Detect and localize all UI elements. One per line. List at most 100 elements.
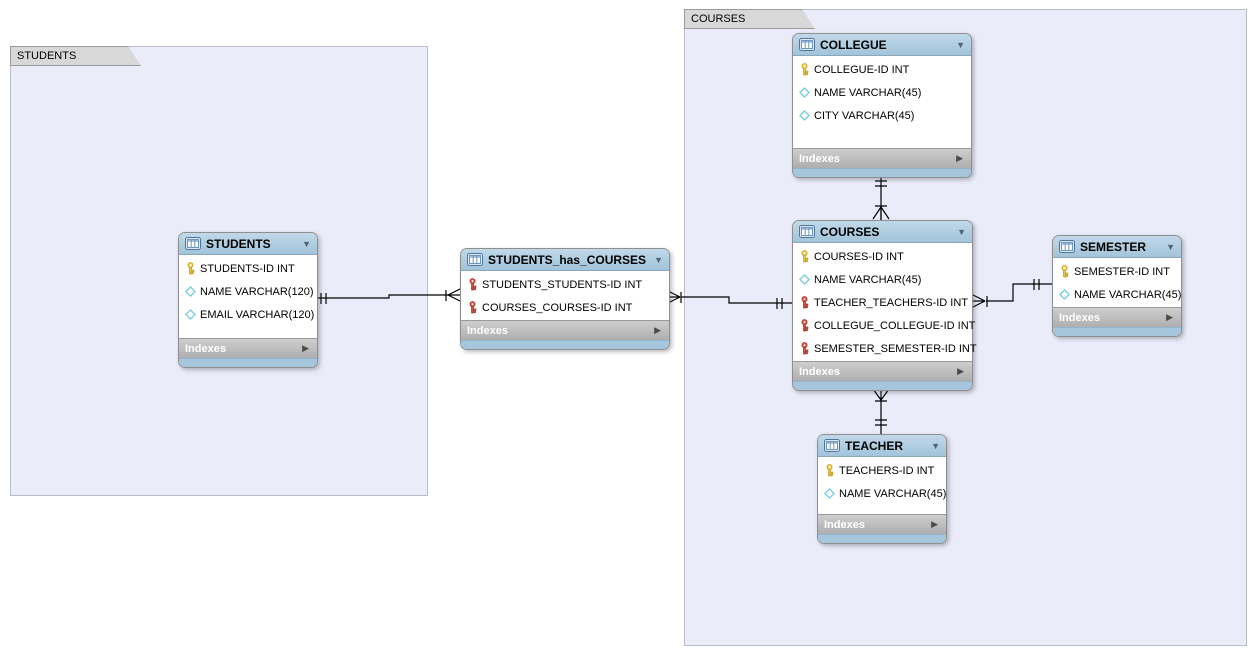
table-name: COLLEGUE bbox=[820, 37, 887, 52]
column-diamond-icon bbox=[798, 110, 810, 121]
column-row[interactable]: COURSES-ID INT bbox=[793, 245, 972, 268]
indexes-bar[interactable]: Indexes ▶ bbox=[793, 148, 971, 168]
primary-key-icon bbox=[1058, 265, 1070, 278]
expand-arrow-icon[interactable]: ▶ bbox=[956, 153, 963, 163]
foreign-key-icon bbox=[466, 278, 478, 291]
table-name: TEACHER bbox=[845, 438, 904, 453]
table-header[interactable]: SEMESTER ▼ bbox=[1053, 236, 1181, 258]
table-courses[interactable]: COURSES ▼ COURSES-ID INT NAME VARCHAR(45)… bbox=[792, 220, 977, 391]
column-row[interactable]: NAME VARCHAR(45) bbox=[1053, 283, 1181, 306]
indexes-bar[interactable]: Indexes ▶ bbox=[179, 338, 317, 358]
table-header[interactable]: TEACHER ▼ bbox=[818, 435, 946, 457]
expand-arrow-icon[interactable]: ▶ bbox=[957, 366, 964, 376]
primary-key-icon bbox=[798, 250, 810, 263]
collapse-arrow-icon[interactable]: ▼ bbox=[1166, 241, 1175, 252]
column-row[interactable]: STUDENTS_STUDENTS-ID INT bbox=[461, 273, 669, 296]
layer-tab-students[interactable]: STUDENTS bbox=[10, 46, 141, 66]
table-bottom-band bbox=[179, 358, 317, 367]
table-icon bbox=[799, 38, 815, 51]
column-row[interactable]: NAME VARCHAR(45) bbox=[818, 482, 946, 505]
primary-key-icon bbox=[823, 464, 835, 477]
table-header[interactable]: STUDENTS_has_COURSES ▼ bbox=[461, 249, 669, 271]
column-definition: SEMESTER_SEMESTER-ID INT bbox=[814, 342, 977, 355]
expand-arrow-icon[interactable]: ▶ bbox=[302, 343, 309, 353]
column-diamond-icon bbox=[798, 87, 810, 98]
column-row[interactable]: TEACHER_TEACHERS-ID INT bbox=[793, 291, 972, 314]
table-name: SEMESTER bbox=[1080, 239, 1147, 254]
indexes-label: Indexes bbox=[824, 518, 865, 531]
column-definition: COURSES-ID INT bbox=[814, 250, 904, 263]
column-diamond-icon bbox=[184, 286, 196, 297]
column-row[interactable]: NAME VARCHAR(45) bbox=[793, 268, 972, 291]
column-row[interactable]: NAME VARCHAR(120) bbox=[179, 280, 317, 303]
table-header[interactable]: STUDENTS ▼ bbox=[179, 233, 317, 255]
column-list: COLLEGUE-ID INT NAME VARCHAR(45) CITY VARC… bbox=[793, 56, 971, 148]
column-row[interactable]: COURSES_COURSES-ID INT bbox=[461, 296, 669, 319]
table-icon bbox=[1059, 240, 1075, 253]
table-icon bbox=[799, 225, 815, 238]
column-row[interactable]: COLLEGUE_COLLEGUE-ID INT bbox=[793, 314, 975, 337]
column-list: TEACHERS-ID INT NAME VARCHAR(45) bbox=[818, 457, 946, 514]
column-row[interactable]: TEACHERS-ID INT bbox=[818, 459, 946, 482]
foreign-key-icon bbox=[798, 342, 810, 355]
table-students-has-courses[interactable]: STUDENTS_has_COURSES ▼ STUDENTS_STUDENTS… bbox=[460, 248, 670, 350]
table-bottom-band bbox=[793, 381, 972, 390]
table-teacher[interactable]: TEACHER ▼ TEACHERS-ID INT NAME VARCHAR(45… bbox=[817, 434, 947, 544]
table-bottom-band bbox=[793, 168, 971, 177]
column-row[interactable]: CITY VARCHAR(45) bbox=[793, 104, 971, 127]
column-definition: EMAIL VARCHAR(120) bbox=[200, 308, 315, 321]
column-definition: NAME VARCHAR(45) bbox=[814, 86, 922, 99]
table-header[interactable]: COLLEGUE ▼ bbox=[793, 34, 971, 56]
column-definition: STUDENTS_STUDENTS-ID INT bbox=[482, 278, 643, 291]
column-list: COURSES-ID INT NAME VARCHAR(45) TEACHER_TE… bbox=[793, 243, 977, 361]
table-bottom-band bbox=[461, 340, 669, 349]
column-row[interactable]: NAME VARCHAR(45) bbox=[793, 81, 971, 104]
indexes-bar[interactable]: Indexes ▶ bbox=[818, 514, 946, 534]
column-row[interactable]: STUDENTS-ID INT bbox=[179, 257, 317, 280]
table-icon bbox=[467, 253, 483, 266]
column-definition: TEACHERS-ID INT bbox=[839, 464, 935, 477]
table-icon bbox=[824, 439, 840, 452]
column-list: SEMESTER-ID INT NAME VARCHAR(45) bbox=[1053, 258, 1181, 307]
indexes-label: Indexes bbox=[185, 342, 226, 355]
expand-arrow-icon[interactable]: ▶ bbox=[931, 519, 938, 529]
collapse-arrow-icon[interactable]: ▼ bbox=[956, 39, 965, 50]
collapse-arrow-icon[interactable]: ▼ bbox=[931, 440, 940, 451]
table-name: STUDENTS_has_COURSES bbox=[488, 252, 647, 267]
column-definition: NAME VARCHAR(45) bbox=[814, 273, 922, 286]
column-list: STUDENTS_STUDENTS-ID INT COURSES_COURSES-… bbox=[461, 271, 669, 320]
column-row[interactable]: EMAIL VARCHAR(120) bbox=[179, 303, 317, 326]
column-definition: COURSES_COURSES-ID INT bbox=[482, 301, 633, 314]
table-bottom-band bbox=[818, 534, 946, 543]
column-definition: NAME VARCHAR(120) bbox=[200, 285, 314, 298]
collapse-arrow-icon[interactable]: ▼ bbox=[957, 226, 966, 237]
table-semester[interactable]: SEMESTER ▼ SEMESTER-ID INT NAME VARCHAR(4… bbox=[1052, 235, 1182, 337]
layer-tab-courses[interactable]: COURSES bbox=[684, 9, 815, 29]
indexes-label: Indexes bbox=[799, 152, 840, 165]
collapse-arrow-icon[interactable]: ▼ bbox=[302, 238, 311, 249]
column-diamond-icon bbox=[184, 309, 196, 320]
foreign-key-icon bbox=[798, 296, 810, 309]
indexes-label: Indexes bbox=[1059, 311, 1100, 324]
primary-key-icon bbox=[798, 63, 810, 76]
indexes-bar[interactable]: Indexes ▶ bbox=[461, 320, 669, 340]
column-row[interactable]: SEMESTER_SEMESTER-ID INT bbox=[793, 337, 977, 360]
column-definition: COLLEGUE-ID INT bbox=[814, 63, 910, 76]
column-row[interactable]: SEMESTER-ID INT bbox=[1053, 260, 1181, 283]
table-header[interactable]: COURSES ▼ bbox=[793, 221, 972, 243]
column-diamond-icon bbox=[798, 274, 810, 285]
indexes-bar[interactable]: Indexes ▶ bbox=[793, 361, 972, 381]
collapse-arrow-icon[interactable]: ▼ bbox=[654, 254, 663, 265]
table-collegue[interactable]: COLLEGUE ▼ COLLEGUE-ID INT NAME VARCHAR(4… bbox=[792, 33, 972, 178]
table-students[interactable]: STUDENTS ▼ STUDENTS-ID INT NAME VARCHAR(1… bbox=[178, 232, 318, 368]
indexes-bar[interactable]: Indexes ▶ bbox=[1053, 307, 1181, 327]
column-row[interactable]: COLLEGUE-ID INT bbox=[793, 58, 971, 81]
expand-arrow-icon[interactable]: ▶ bbox=[1166, 312, 1173, 322]
table-name: STUDENTS bbox=[206, 236, 271, 251]
table-icon bbox=[185, 237, 201, 250]
column-definition: NAME VARCHAR(45) bbox=[1074, 288, 1182, 301]
expand-arrow-icon[interactable]: ▶ bbox=[654, 325, 661, 335]
foreign-key-icon bbox=[798, 319, 810, 332]
column-diamond-icon bbox=[823, 488, 835, 499]
